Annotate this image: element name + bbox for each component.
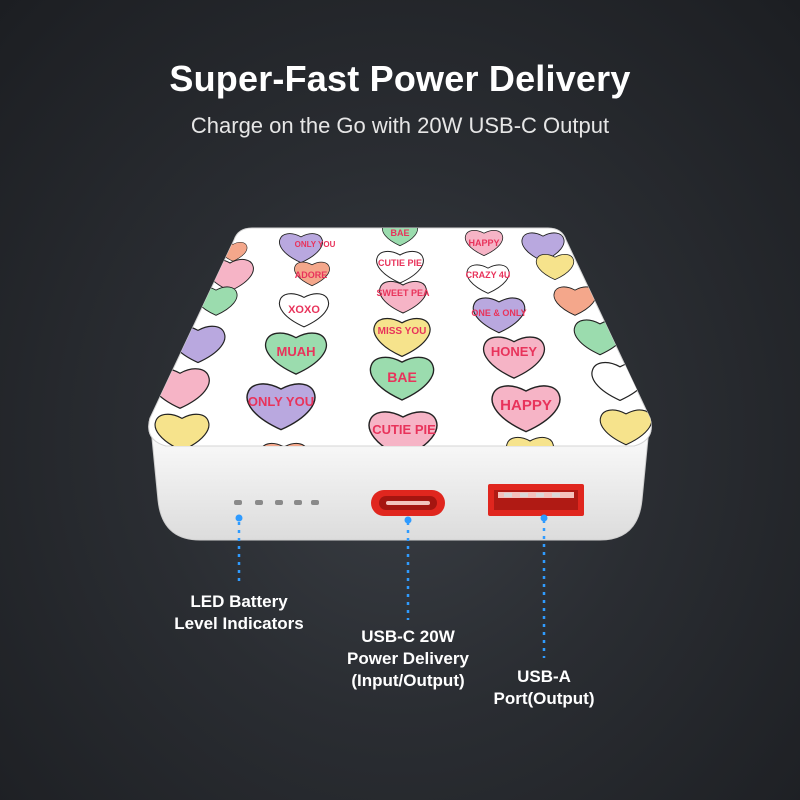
led-dot	[311, 500, 319, 505]
usbc-callout-line-3: (Input/Output)	[351, 671, 465, 690]
usbc-callout-label: USB-C 20W Power Delivery (Input/Output)	[323, 626, 493, 692]
usbc-callout-dot	[404, 516, 412, 524]
heart-text: SWEET PEA	[376, 288, 430, 298]
heart-text: XOXO	[288, 304, 320, 316]
led-dot	[234, 500, 242, 505]
heart-text: ONLY YOU	[248, 394, 314, 409]
heart-text: BAE	[390, 228, 409, 238]
callout-lines	[237, 520, 546, 658]
usbc-callout-line-1: USB-C 20W	[361, 627, 455, 646]
heart-text: ONE & ONLY	[471, 308, 526, 318]
heart-text: BAE	[387, 369, 417, 385]
heart-text: CUTIE PIE	[378, 258, 422, 268]
led-dot	[294, 500, 302, 505]
heart-text: CRAZY 4U	[466, 270, 511, 280]
led-dot	[275, 500, 283, 505]
usb-a-port	[488, 484, 584, 516]
heart-row-4: MUAH MISS YOU HONEY	[170, 317, 627, 380]
heart-row-5: ONLY YOU BAE HAPPY	[149, 356, 649, 433]
led-callout-label: LED Battery Level Indicators	[154, 591, 324, 635]
led-dot	[255, 500, 263, 505]
heart-text: ONLY YOU	[295, 240, 336, 249]
heart-row-2: ADORE CUTIE PIE CRAZY 4U	[205, 250, 575, 295]
led-callout-dot	[235, 514, 243, 522]
usba-callout-dot	[540, 514, 548, 522]
heart-pattern: ONLY YOU BAE HAPPY ADORE CUTIE PIE CRAZY…	[149, 228, 652, 446]
usbc-callout-line-2: Power Delivery	[347, 649, 469, 668]
heart-text: HAPPY	[500, 397, 552, 414]
headline: Super-Fast Power Delivery	[169, 58, 631, 99]
usba-callout-line-1: USB-A	[517, 667, 571, 686]
usba-callout-label: USB-A Port(Output)	[469, 666, 619, 710]
usb-c-port	[371, 490, 445, 516]
usba-callout-line-2: Port(Output)	[493, 689, 595, 708]
heart-text: HONEY	[491, 344, 538, 359]
heart-text: ADORE	[295, 270, 328, 280]
led-callout-line-1: LED Battery	[190, 592, 288, 611]
heart-text: MUAH	[277, 344, 316, 359]
heart-text: MISS YOU	[378, 326, 427, 337]
heart-row-3: XOXO SWEET PEA ONE & ONLY	[194, 280, 597, 334]
heart-text: CUTIE PIE	[372, 422, 436, 437]
heart-text: HAPPY	[468, 238, 499, 248]
subheadline: Charge on the Go with 20W USB-C Output	[190, 113, 610, 138]
led-indicators	[234, 500, 319, 505]
heart-row-6: CUTIE PIE	[154, 409, 652, 446]
led-callout-line-2: Level Indicators	[174, 614, 304, 633]
heart-row-1: ONLY YOU BAE HAPPY	[218, 228, 565, 264]
